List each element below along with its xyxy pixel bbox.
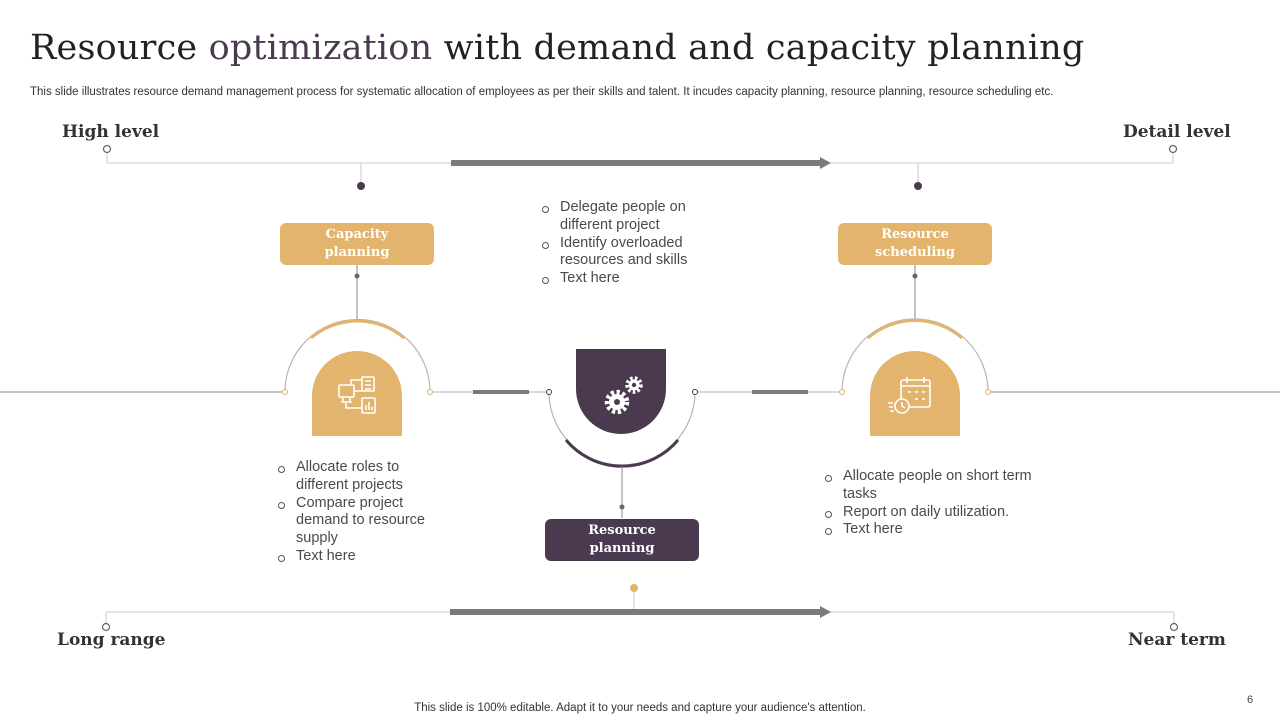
- page-title: Resource optimization with demand and ca…: [30, 28, 1085, 68]
- scheduling-tag-line2: scheduling: [875, 245, 955, 260]
- calendar-clock-icon: [888, 377, 931, 414]
- resource-planning-tag: Resource planning: [545, 519, 699, 561]
- list-item: Text here: [277, 548, 447, 566]
- list-item: Delegate people on different project: [541, 199, 721, 235]
- detail-level-node: [1168, 144, 1178, 154]
- bottom-timeline: [101, 584, 1179, 632]
- main-axis: [0, 390, 1280, 394]
- top-timeline: [102, 144, 1178, 190]
- project-allocation-icon: [338, 376, 376, 414]
- planning-node: [546, 349, 698, 518]
- planning-tag-line1: Resource: [588, 523, 656, 538]
- resource-scheduling-tag: Resource scheduling: [838, 223, 992, 265]
- capacity-bullets: Allocate roles to different projects Com…: [277, 459, 447, 566]
- capacity-tag-line1: Capacity: [325, 227, 389, 242]
- left-connector-bar: [473, 390, 529, 394]
- high-level-label: High level: [62, 122, 160, 142]
- capacity-planning-tag: Capacity planning: [280, 223, 434, 265]
- title-accent-word: optimization: [208, 28, 433, 68]
- scheduling-node: [839, 265, 991, 436]
- planning-tag-line2: planning: [589, 541, 655, 556]
- title-part-1: Resource: [30, 28, 209, 68]
- gears-icon: [604, 376, 643, 415]
- list-item: Text here: [824, 521, 1039, 539]
- list-item: Allocate people on short term tasks: [824, 468, 1039, 504]
- scheduling-connector-dot: [914, 182, 922, 190]
- scheduling-shape: [870, 351, 960, 436]
- near-term-label: Near term: [1128, 630, 1226, 650]
- long-range-label: Long range: [57, 630, 166, 650]
- title-part-3: with demand and capacity planning: [432, 28, 1085, 68]
- scheduling-tag-line1: Resource: [881, 227, 949, 242]
- planning-connector-dot: [630, 584, 638, 592]
- planning-bullets: Delegate people on different project Ide…: [541, 199, 721, 288]
- right-connector-bar: [752, 390, 808, 394]
- list-item: Compare project demand to resource suppl…: [277, 495, 447, 548]
- list-item: Identify overloaded resources and skills: [541, 235, 721, 271]
- capacity-tag-line2: planning: [324, 245, 390, 260]
- detail-level-label: Detail level: [1123, 122, 1231, 142]
- capacity-connector-dot: [357, 182, 365, 190]
- long-range-node: [101, 622, 111, 632]
- list-item: Report on daily utilization.: [824, 504, 1039, 522]
- capacity-node: [282, 265, 433, 436]
- list-item: Allocate roles to different projects: [277, 459, 447, 495]
- bottom-arrow-head: [820, 606, 831, 618]
- bottom-arrow-shaft: [450, 609, 821, 615]
- top-arrow-head: [820, 157, 831, 169]
- high-level-node: [102, 144, 112, 154]
- near-term-node: [1169, 622, 1179, 632]
- capacity-shape: [312, 351, 402, 436]
- page-number: 6: [1247, 694, 1254, 706]
- scheduling-bullets: Allocate people on short term tasks Repo…: [824, 468, 1039, 539]
- page-subtitle: This slide illustrates resource demand m…: [30, 86, 1054, 98]
- footer-note: This slide is 100% editable. Adapt it to…: [414, 702, 866, 714]
- planning-shape: [576, 349, 666, 434]
- list-item: Text here: [541, 270, 721, 288]
- top-arrow-shaft: [451, 160, 821, 166]
